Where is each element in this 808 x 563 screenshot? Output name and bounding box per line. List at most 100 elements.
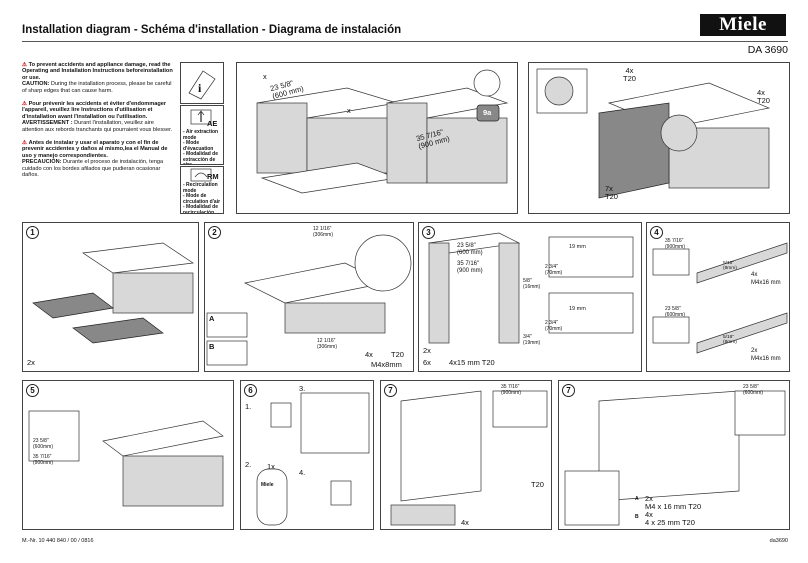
overview-illustration xyxy=(256,69,509,194)
overview-panel: 23 5/8" (600 mm) x x 35 7/16" (900 mm) 9… xyxy=(236,62,518,214)
step-number: 7 xyxy=(384,384,397,397)
step-number: 5 xyxy=(26,384,39,397)
dim-b: 35 7/16" (900mm) xyxy=(33,454,54,466)
recirculation-icon xyxy=(190,168,212,182)
dim-a: 23 5/8" (600mm) xyxy=(33,438,54,450)
dim-offset-d: 19 mm xyxy=(569,306,586,312)
dim-bottom: 23 5/8" (600mm) xyxy=(665,306,686,318)
dim-offset-f: 3/4" (19mm) xyxy=(523,334,541,346)
screw-size: M4x8mm xyxy=(371,360,402,369)
screw-type: T20 xyxy=(391,350,404,359)
trim-strip-illustration xyxy=(206,234,412,366)
option-a: A xyxy=(209,314,215,323)
screw-qty: 6x xyxy=(423,358,431,367)
step-1-panel: 1 2x xyxy=(22,222,199,372)
safety-warnings: ⚠ To prevent accidents and appliance dam… xyxy=(22,62,174,186)
option-b: B xyxy=(209,342,215,351)
dim-bottom: 12 1/16" (306mm) xyxy=(317,338,338,350)
rm-code: RM xyxy=(207,172,219,181)
page-title: Installation diagram - Schéma d'installa… xyxy=(22,24,402,36)
chimney-mount-illustration xyxy=(564,390,786,526)
substep-4: 4. xyxy=(299,468,306,477)
motor-illustration xyxy=(536,68,771,199)
step-6-panel: 6 1. 3. 2. 4. 1x Miele xyxy=(240,380,374,530)
model-number: DA 3690 xyxy=(747,44,788,56)
warning-icon: ⚠ xyxy=(22,101,28,108)
screws-a-qty: 4x xyxy=(751,272,758,278)
step-7b-panel: 7 23 5/8" (600mm) A 2x M4 x 16 mm T20 B … xyxy=(558,380,790,530)
header-rule xyxy=(22,41,788,42)
substep-3: 3. xyxy=(299,384,306,393)
screws-4x-right: 4x T20 xyxy=(757,88,770,105)
screw-spec: 4x15 mm T20 xyxy=(449,358,495,367)
dim-offset-a: 2 3/4" (70mm) xyxy=(545,264,563,276)
step-number: 6 xyxy=(244,384,257,397)
dim: 23 5/8" (600mm) xyxy=(743,384,764,396)
air-extraction-icon xyxy=(190,109,212,125)
dim-top: 35 7/16" (900mm) xyxy=(665,238,686,250)
dim-top: 12 1/16" (306mm) xyxy=(313,226,334,238)
step-2-panel: 2 12 1/16" (306mm) 12 1/16" (306mm) A B … xyxy=(204,222,414,372)
substep-1: 1. xyxy=(245,402,252,411)
dim-x-left: x xyxy=(263,72,267,81)
dim-depth: 35 7/16" (900 mm) xyxy=(457,261,483,274)
step-number: 2 xyxy=(208,226,221,239)
chimney-illustration xyxy=(390,390,548,526)
option-b-spec: 4 x 25 mm T20 xyxy=(645,518,695,527)
screws-4x-top: 4x T20 xyxy=(623,66,636,83)
rail-qty: 2x xyxy=(423,346,431,355)
battery-qty: 1x xyxy=(267,462,275,471)
warning-es: ⚠ Antes de instalar y usar el aparato y … xyxy=(22,140,168,179)
svg-text:i: i xyxy=(198,81,202,95)
step-number: 7 xyxy=(562,384,575,397)
step-4-panel: 4 35 7/16" (900mm) 23 5/8" (600mm) 5/16"… xyxy=(646,222,790,372)
screws-7x: 7x T20 xyxy=(605,184,618,201)
option-a-marker: A xyxy=(635,496,639,502)
step-ref-9a: 9a xyxy=(483,108,492,117)
step-7a-panel: 7 35 7/16" (900mm) 4x T20 xyxy=(380,380,552,530)
screws-b-qty: 2x xyxy=(751,348,758,354)
electrical-illustration xyxy=(256,392,370,526)
warning-en: ⚠ To prevent accidents and appliance dam… xyxy=(22,62,173,94)
read-manual-icon: i xyxy=(188,70,216,100)
filter-qty: 2x xyxy=(27,358,35,367)
remote-brand: Miele xyxy=(261,482,274,488)
step-number: 1 xyxy=(26,226,39,239)
document-code: da3690 xyxy=(769,538,788,544)
step-3-panel: 3 23 5/8" (600 mm) 35 7/16" (900 mm) 2 3… xyxy=(418,222,642,372)
step-5-panel: 5 23 5/8" (600mm) 35 7/16" (900mm) xyxy=(22,380,234,530)
ae-code: AE xyxy=(207,119,218,128)
manual-icon-box: i xyxy=(180,62,224,104)
rm-description: - Recirculation mode - Mode de circulati… xyxy=(183,182,221,214)
rm-mode-box: RM - Recirculation mode - Mode de circul… xyxy=(180,166,224,214)
ae-description: - Air extraction mode - Mode d'évacuatio… xyxy=(183,129,219,165)
warning-icon: ⚠ xyxy=(22,62,28,68)
step-number: 3 xyxy=(422,226,435,239)
dim-width: 23 5/8" (600 mm) xyxy=(457,243,483,256)
remove-filters-illustration xyxy=(32,242,194,344)
brand-logo: Miele xyxy=(700,14,786,36)
warning-icon: ⚠ xyxy=(22,140,28,147)
screw-type: T20 xyxy=(531,480,544,489)
bracket-illustration xyxy=(652,242,788,354)
warning-fr: ⚠ Pour prévenir les accidents et éviter … xyxy=(22,101,173,133)
option-b-marker: B xyxy=(635,514,639,520)
screws-b-spec: M4x16 mm xyxy=(751,356,781,362)
substep-2: 2. xyxy=(245,460,252,469)
ae-mode-box: AE - Air extraction mode - Mode d'évacua… xyxy=(180,105,224,165)
option-b-qty: 4x xyxy=(645,510,653,519)
dim-offset-b: 19 mm xyxy=(569,244,586,250)
option-a-spec: M4 x 16 mm T20 xyxy=(645,502,702,511)
mounting-rails-illustration xyxy=(427,232,634,344)
motor-panel: 4x T20 4x T20 7x T20 xyxy=(528,62,790,214)
dim-offset-c: 2 3/4" (70mm) xyxy=(545,320,563,332)
dim-side-b: 5/16" (8mm) xyxy=(723,335,737,345)
mount-hood-illustration xyxy=(28,410,224,507)
screw-qty: 4x xyxy=(461,518,469,527)
dim-side-a: 5/16" (8mm) xyxy=(723,261,737,271)
step-number: 4 xyxy=(650,226,663,239)
screws-a-spec: M4x16 mm xyxy=(751,280,781,286)
dim-x-right: x xyxy=(347,106,351,115)
dim-offset-e: 5/8" (16mm) xyxy=(523,278,541,290)
document-number: M.-Nr. 10 440 840 / 00 / 0816 xyxy=(22,538,94,544)
